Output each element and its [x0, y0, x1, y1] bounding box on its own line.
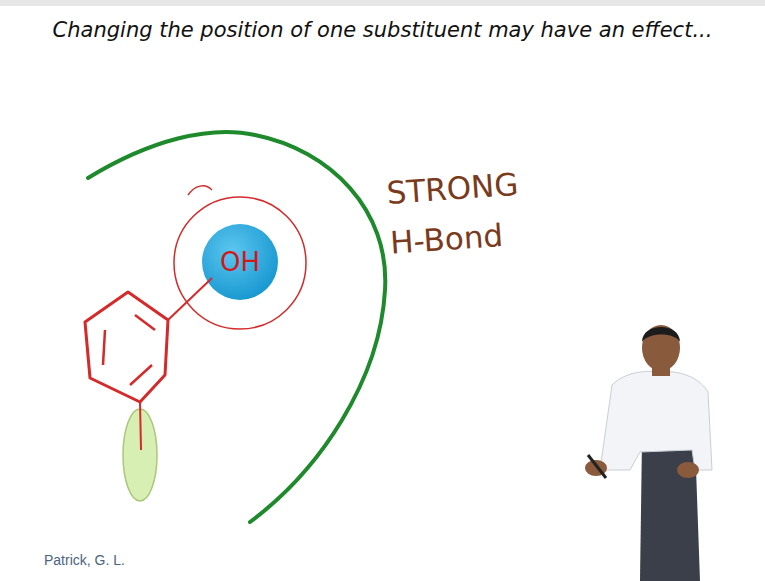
double-bond — [103, 330, 105, 365]
pen-mark — [188, 186, 212, 195]
annotation: STRONG H-Bond — [385, 156, 567, 268]
hydroxyl-group: OH — [202, 224, 278, 300]
presenter — [585, 325, 712, 581]
hbond-circle — [174, 197, 306, 329]
citation: Patrick, G. L. — [44, 552, 125, 568]
top-strip — [0, 0, 765, 6]
group-label: OH — [220, 247, 260, 277]
bond — [140, 402, 141, 450]
hydroxyl-ball — [202, 224, 278, 300]
slide-title: Changing the position of one substituent… — [20, 18, 745, 42]
binding-site — [88, 132, 385, 522]
double-bond — [135, 315, 155, 330]
bond — [168, 278, 212, 320]
double-bond — [130, 365, 152, 385]
benzene-ring — [85, 292, 168, 402]
